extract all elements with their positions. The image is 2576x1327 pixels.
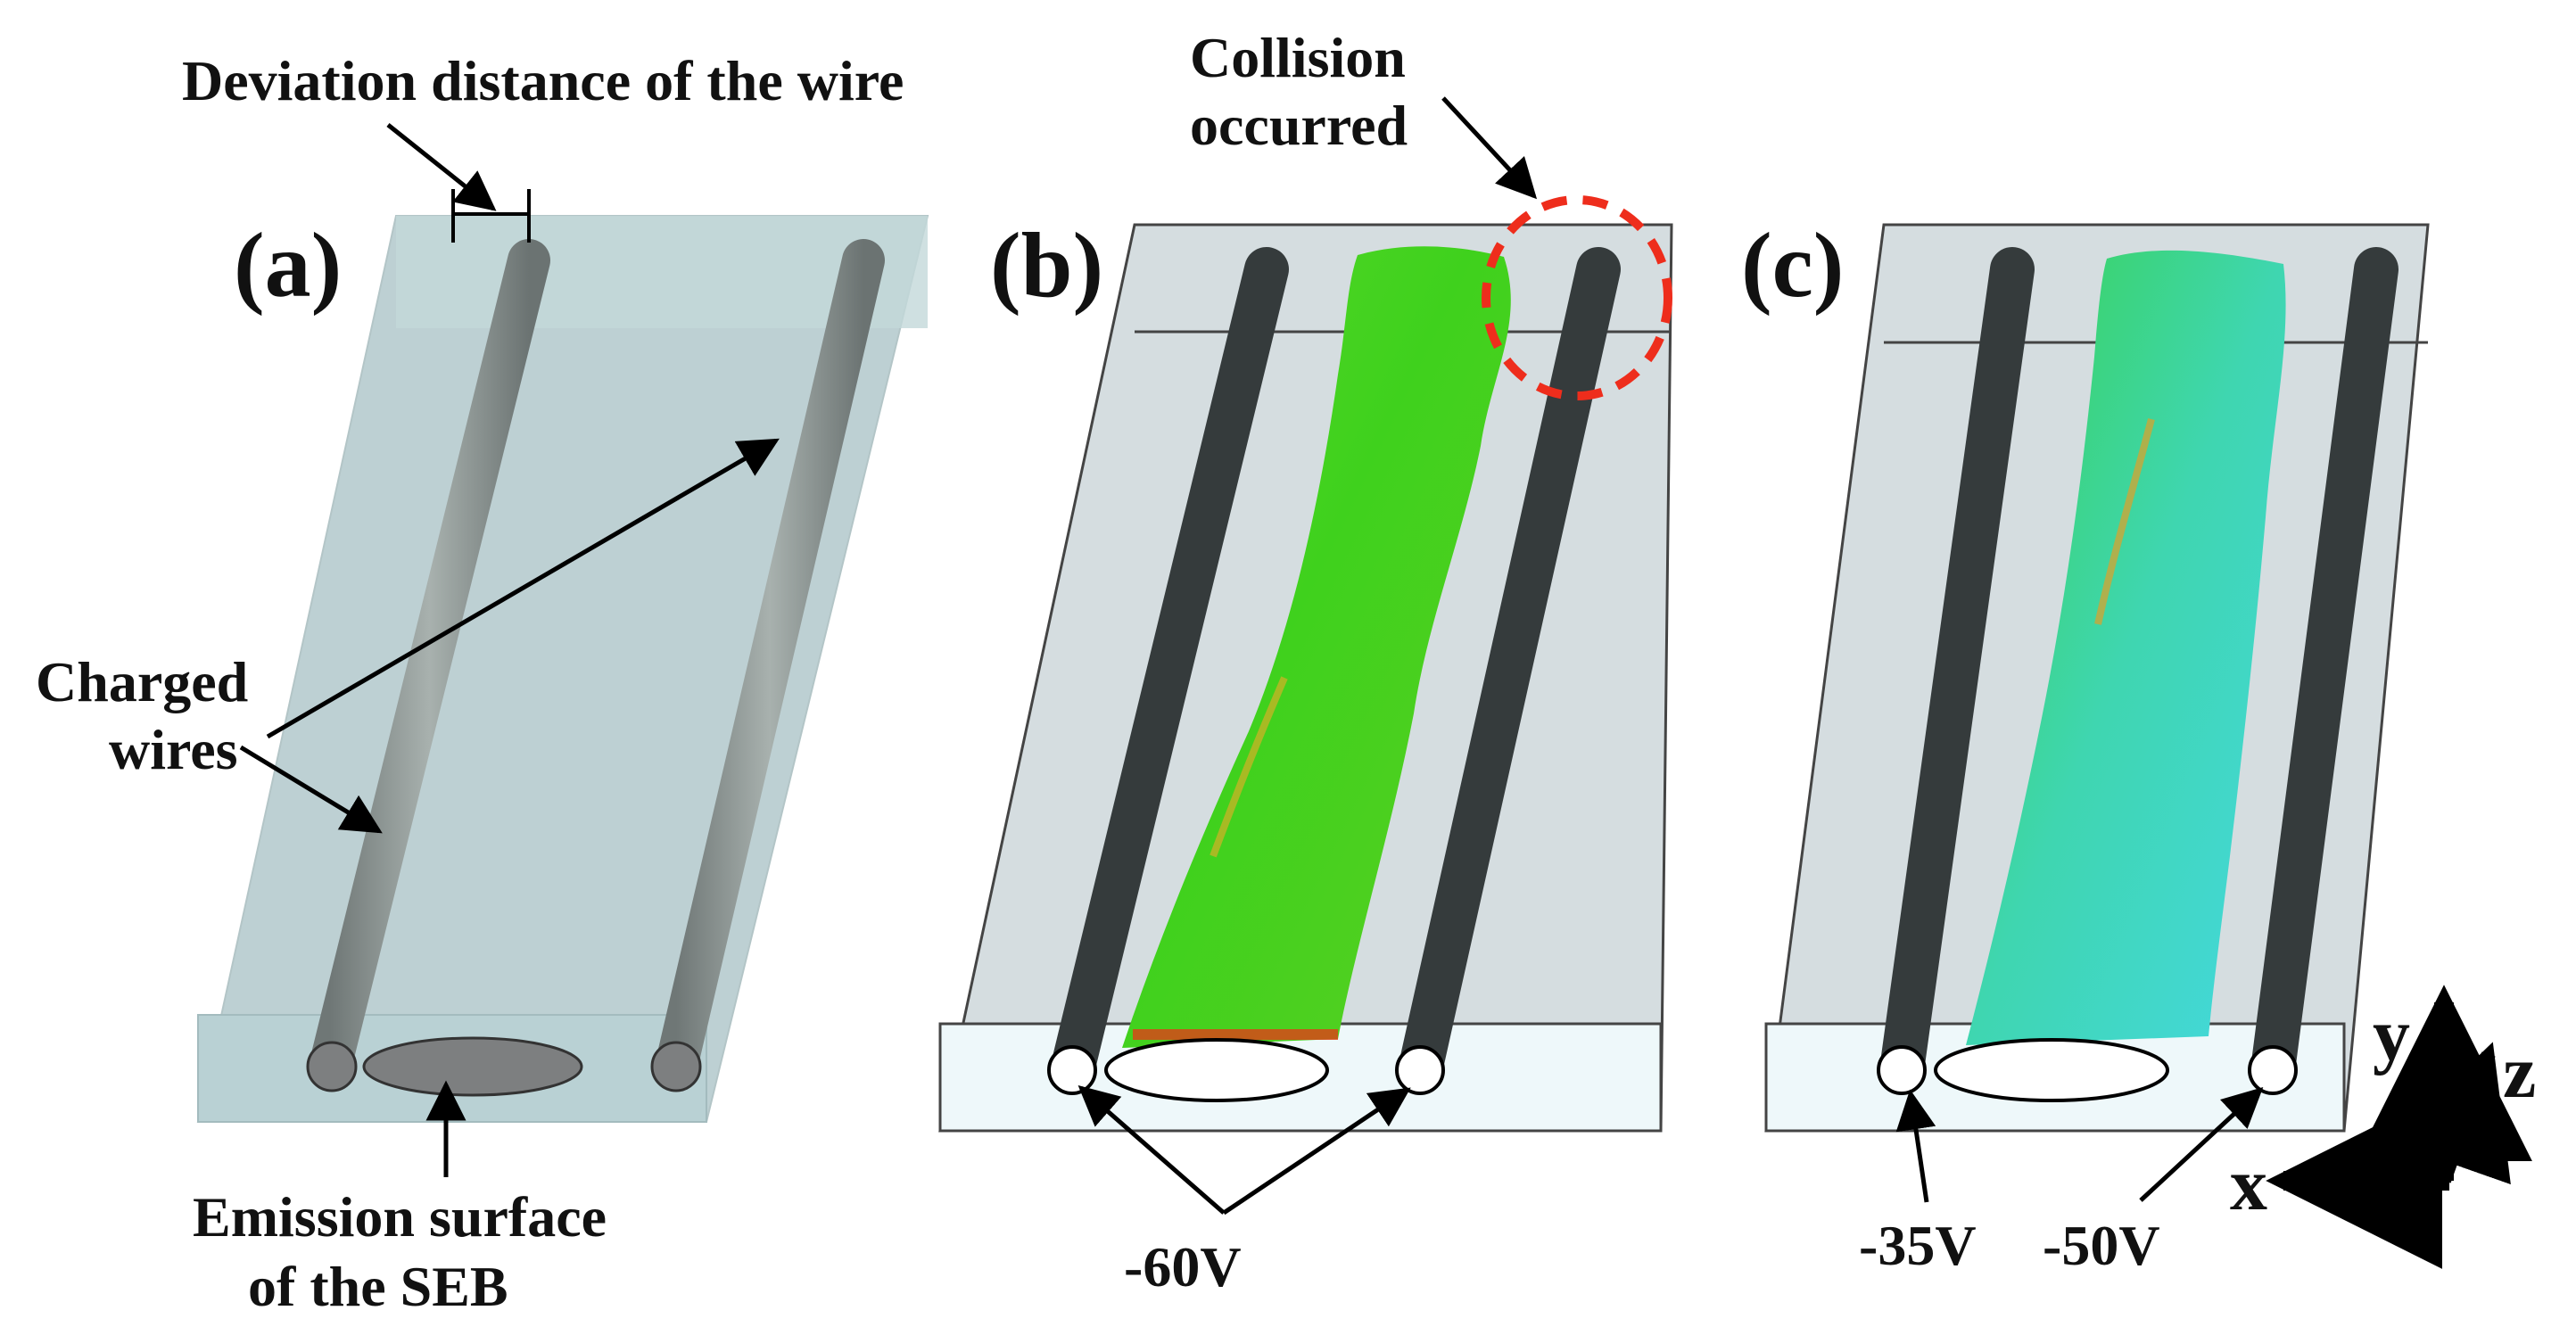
z-axis-label: z bbox=[2503, 1031, 2536, 1114]
annotations: Deviation distance of the wire Charged w… bbox=[36, 26, 2160, 1318]
panel-b-beam-streak bbox=[1210, 676, 1288, 858]
x-axis-label: x bbox=[2230, 1143, 2267, 1226]
panel-c-wire-left bbox=[1879, 247, 2035, 1092]
b-voltage-arrow-right bbox=[1222, 1087, 1411, 1216]
c-voltage-right-label: -50V bbox=[2043, 1214, 2160, 1277]
panel-a-label: (a) bbox=[234, 214, 342, 317]
panel-a-wire-right-end bbox=[650, 1041, 702, 1092]
panel-c-wire-right bbox=[2250, 247, 2398, 1092]
axis-triad: y z x bbox=[2230, 985, 2536, 1269]
panel-b-emission-ellipse bbox=[1104, 1038, 1329, 1102]
charged-wires-label-2: wires bbox=[109, 718, 238, 781]
collision-label-2: occurred bbox=[1190, 94, 1408, 157]
panel-b-label: (b) bbox=[990, 214, 1103, 317]
emission-surface-label-1: Emission surface bbox=[193, 1185, 607, 1249]
panel-c-beam-streak bbox=[2094, 417, 2155, 625]
panel-c-label: (c) bbox=[1741, 214, 1844, 317]
collision-marker-ring bbox=[1482, 195, 1672, 400]
c-voltage-arrow-right bbox=[2139, 1086, 2264, 1202]
deviation-arrow bbox=[386, 123, 497, 211]
panel-c: (c) bbox=[1741, 214, 2430, 1203]
c-voltage-arrow-left bbox=[1895, 1089, 1936, 1203]
panel-c-wire-left-end bbox=[1877, 1045, 1927, 1095]
panel-a: (a) bbox=[196, 123, 929, 1177]
panel-c-emission-ellipse bbox=[1934, 1038, 2169, 1102]
panel-b: (b) bbox=[938, 96, 1673, 1216]
panel-c-electron-beam bbox=[1966, 250, 2286, 1045]
panel-a-wire-left-end bbox=[306, 1041, 358, 1092]
panel-c-wire-right-end bbox=[2248, 1045, 2298, 1095]
y-axis-label: y bbox=[2373, 993, 2410, 1076]
collision-label-1: Collision bbox=[1190, 26, 1406, 89]
b-voltage-arrow-left bbox=[1077, 1085, 1226, 1215]
charged-wires-label-1: Charged bbox=[36, 650, 248, 713]
panel-a-wire-left bbox=[309, 239, 550, 1088]
panel-b-wire-left bbox=[1050, 247, 1289, 1092]
panel-a-block bbox=[196, 215, 929, 1123]
deviation-label: Deviation distance of the wire bbox=[182, 49, 904, 112]
panel-b-wire-right bbox=[1398, 247, 1621, 1092]
panel-b-wire-right-end bbox=[1395, 1045, 1445, 1095]
panel-b-wire-left-end bbox=[1047, 1045, 1097, 1095]
charged-wire-arrow-upper bbox=[266, 438, 780, 739]
c-voltage-left-label: -35V bbox=[1859, 1214, 1977, 1277]
emission-surface-label-2: of the SEB bbox=[248, 1255, 508, 1318]
z-axis-arrow bbox=[2390, 1042, 2511, 1185]
charged-wire-arrow-lower bbox=[239, 745, 383, 834]
collision-arrow bbox=[1441, 96, 1538, 200]
b-voltage-label: -60V bbox=[1124, 1235, 1242, 1298]
emission-surface bbox=[362, 1036, 583, 1097]
panel-a-wire-right bbox=[655, 239, 885, 1088]
